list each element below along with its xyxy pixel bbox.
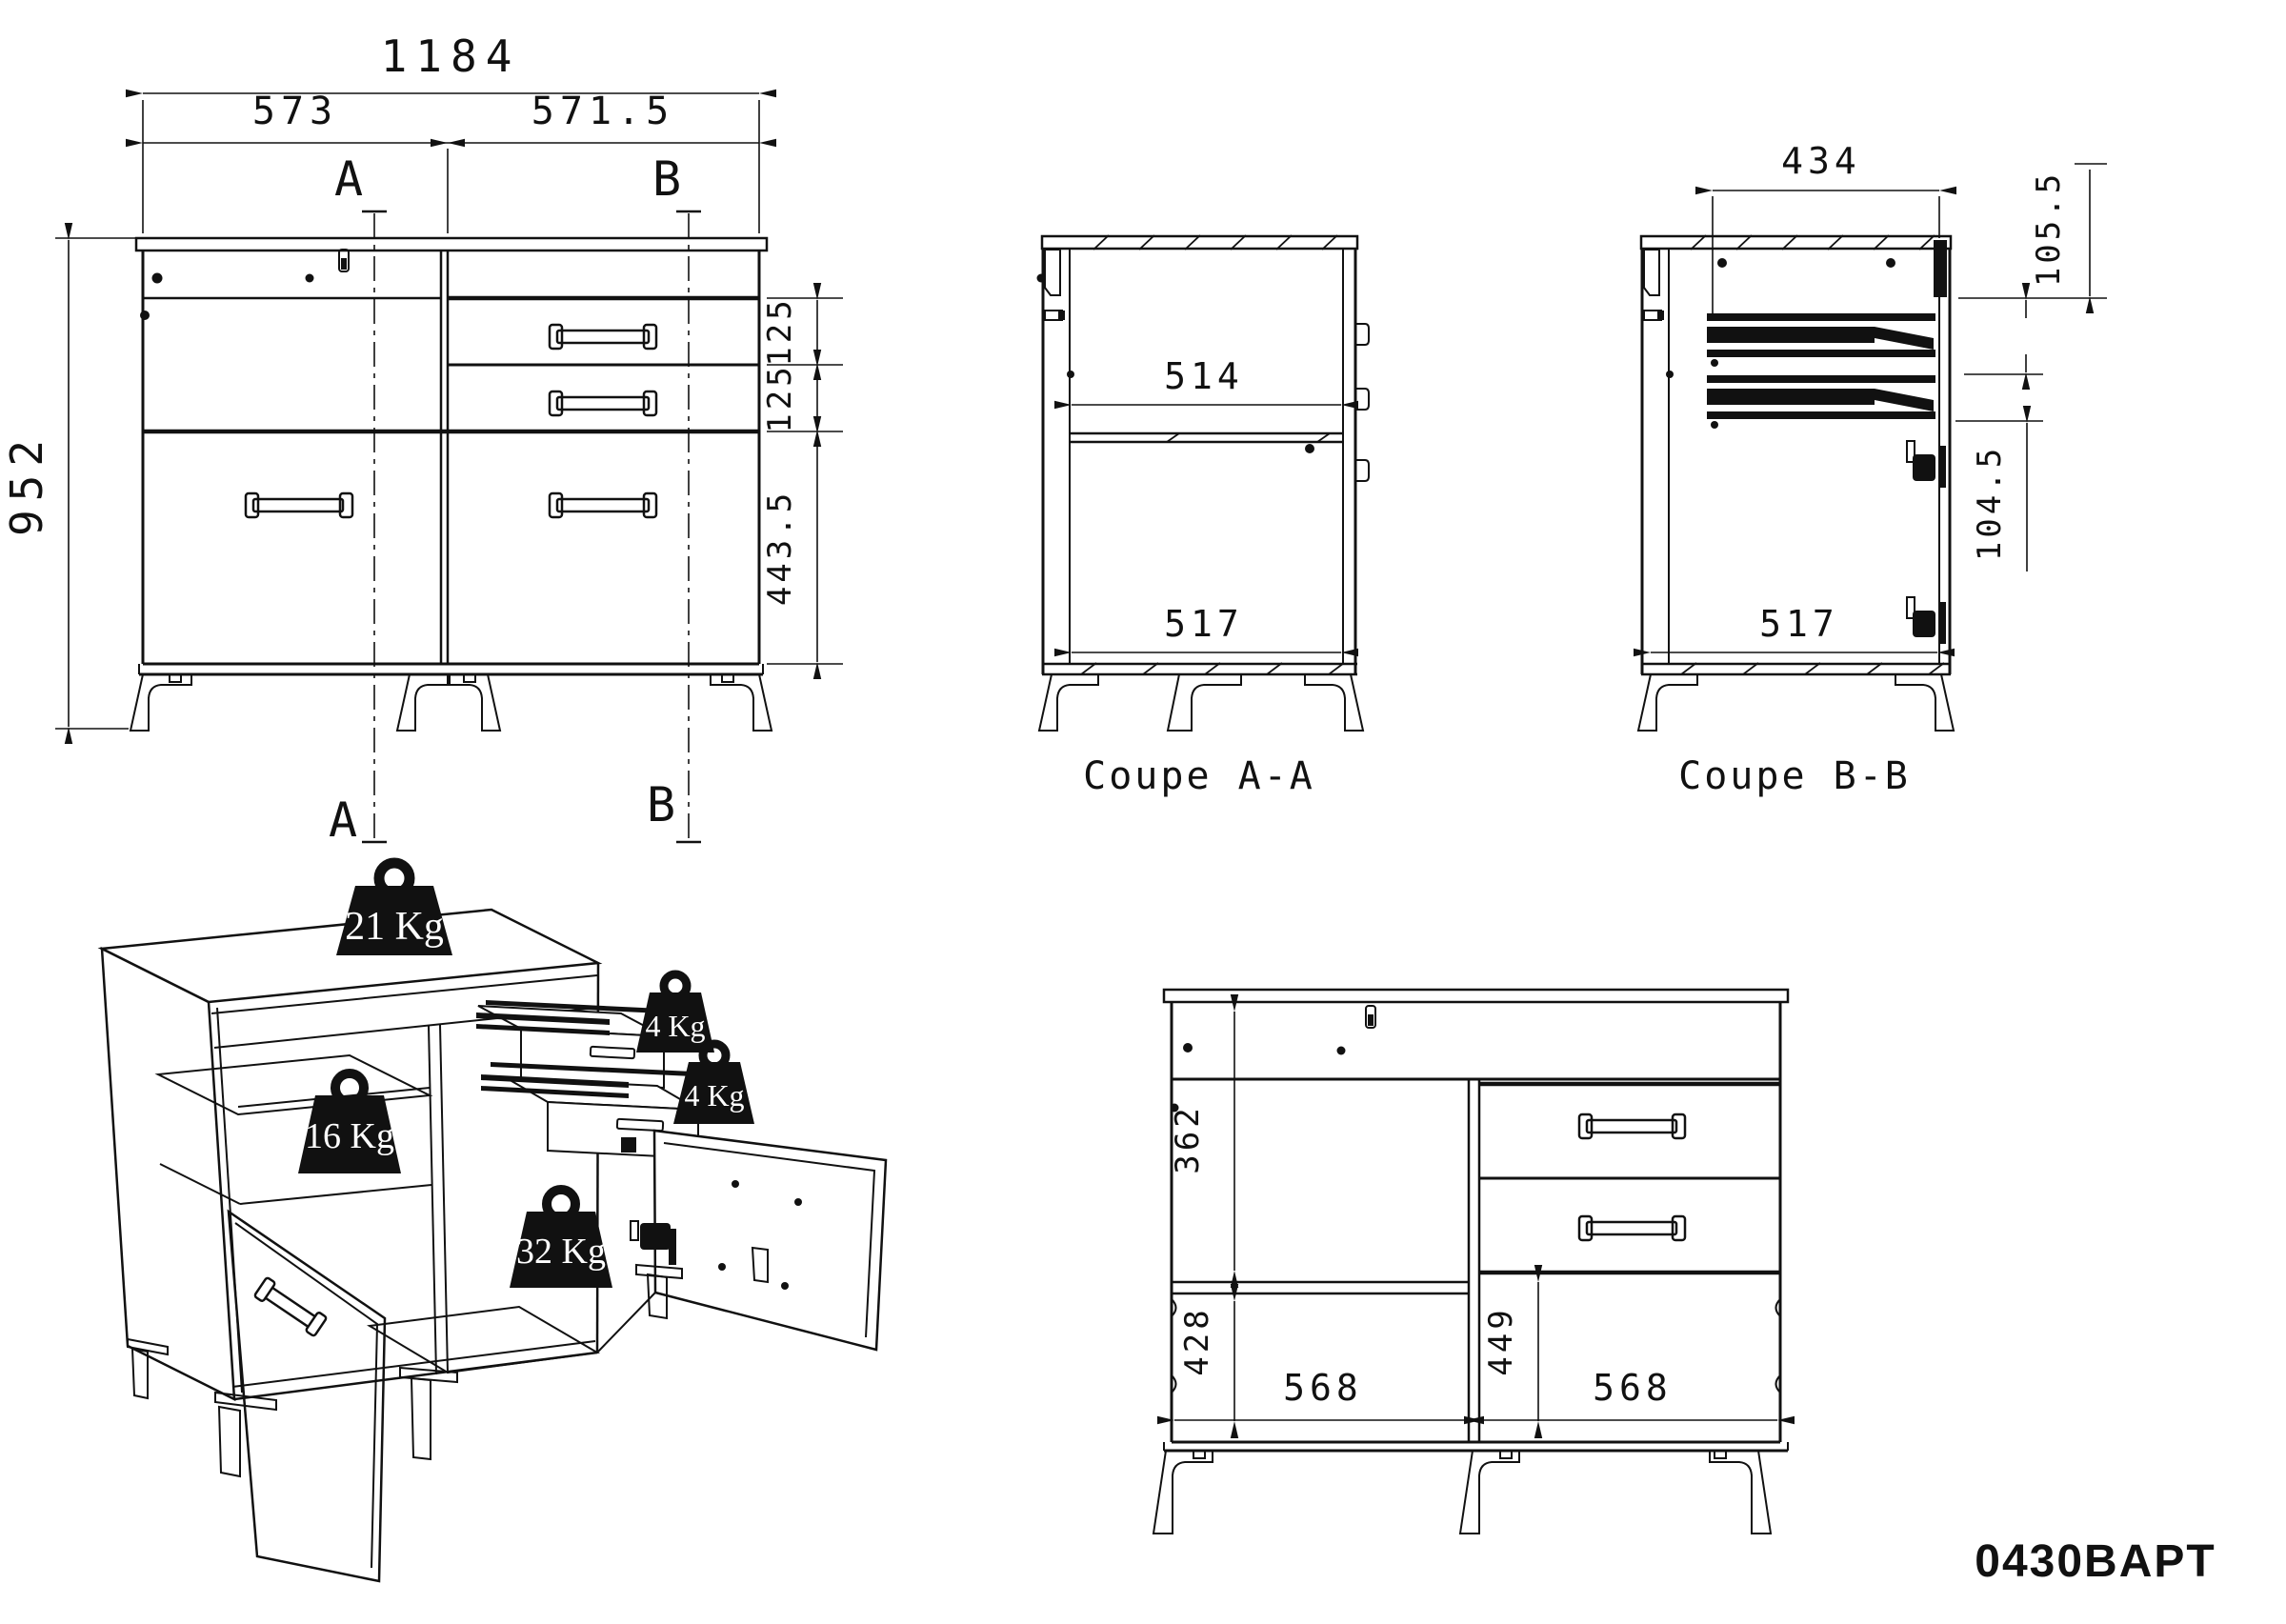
interior-view: 362 428 449 568 568 [1152, 988, 1795, 1534]
dim-428: 428 [1178, 1284, 1239, 1438]
dim-split-width: 573 571.5 [126, 90, 776, 233]
front-view: A B A B 1184 573 571.5 952 [1, 30, 843, 848]
door-hinge-top [1906, 440, 1946, 488]
iso-left-door-open [227, 1209, 387, 1583]
svg-text:21 Kg: 21 Kg [345, 905, 444, 949]
iso-drawer1-open [476, 1000, 665, 1090]
dim-total-height: 952 [1, 223, 143, 744]
svg-text:104.5: 104.5 [1971, 445, 2009, 561]
svg-text:571.5: 571.5 [531, 90, 674, 133]
svg-text:362: 362 [1169, 1104, 1207, 1173]
coupe-bb-label: Coupe B-B [1678, 754, 1911, 798]
svg-text:4 Kg: 4 Kg [684, 1078, 744, 1113]
keyhole-bracket-bb [1643, 249, 1674, 378]
section-label-a-bottom: A [329, 792, 357, 848]
dim-105-5: 105.5 [1958, 163, 2107, 390]
side-cam-dot [140, 311, 150, 320]
dim-right-heights: 125 125 443.5 [761, 283, 843, 679]
iso-shelf [154, 1053, 433, 1116]
svg-text:125: 125 [761, 296, 799, 366]
svg-text:1184: 1184 [381, 30, 521, 82]
section-label-a-top: A [334, 151, 363, 207]
dim-568-right: 568 [1464, 1367, 1795, 1425]
hatch-top-bb [1690, 234, 1935, 251]
iso-hinge [621, 1137, 676, 1265]
keyhole-bracket-section [1036, 249, 1074, 378]
iso-slide-stripes-1 [476, 1000, 662, 1035]
coupe-aa-view: 514 517 Coupe A-A [1036, 234, 1370, 798]
cam-dot [305, 273, 314, 283]
svg-text:517: 517 [1164, 603, 1244, 645]
weight-4kg-top: 4 Kg [636, 970, 714, 1053]
interior-drawer2-handle [1577, 1214, 1687, 1242]
keyhole-fitting-interior [1365, 1005, 1376, 1029]
iso-left-panel [100, 946, 236, 1402]
coupe-bb-legs [1636, 673, 1955, 732]
hatch-top [1093, 234, 1338, 251]
iso-slide-stripes-2 [481, 1062, 692, 1098]
drawer1-handle [548, 323, 658, 351]
section-label-b-top: B [652, 151, 681, 207]
slide-brackets [1355, 323, 1370, 482]
svg-text:32 Kg: 32 Kg [516, 1232, 606, 1272]
front-legs [129, 673, 773, 732]
hinge-bumps [1171, 1298, 1781, 1393]
svg-text:428: 428 [1178, 1306, 1216, 1375]
svg-text:573: 573 [252, 90, 338, 133]
svg-text:105.5: 105.5 [2030, 170, 2068, 287]
dim-568-left: 568 [1157, 1367, 1484, 1425]
interior-drawer1-handle [1577, 1113, 1687, 1140]
section-line-a [362, 210, 387, 844]
section-label-b-bottom: B [647, 777, 675, 832]
dim-514: 514 [1054, 355, 1358, 410]
cam-dot [151, 272, 163, 284]
drawer-front-section [1934, 240, 1947, 297]
drawer2-handle [548, 390, 658, 417]
svg-text:517: 517 [1759, 603, 1839, 645]
iso-legs [127, 1246, 769, 1478]
coupe-bb-view: 434 105.5 104.5 517 Coupe B-B [1634, 140, 2107, 798]
isometric-view: 21 Kg 16 Kg 4 Kg 4 Kg 32 Kg [97, 857, 888, 1583]
hatch-bottom-bb [1680, 662, 1945, 675]
iso-right-door-open [596, 1129, 888, 1353]
dim-434: 434 [1695, 140, 1956, 314]
svg-text:125: 125 [761, 363, 799, 432]
drawer-slide-1 [1707, 313, 1935, 367]
svg-text:434: 434 [1781, 140, 1861, 182]
keyhole-fitting [338, 249, 350, 272]
dim-104-5: 104.5 [1955, 406, 2043, 571]
svg-text:514: 514 [1164, 355, 1244, 397]
coupe-aa-legs [1037, 673, 1365, 732]
svg-text:568: 568 [1283, 1367, 1363, 1409]
svg-text:568: 568 [1593, 1367, 1673, 1409]
part-code: 0430BAPT [1975, 1536, 2216, 1587]
coupe-aa-label: Coupe A-A [1083, 754, 1315, 798]
section-line-b [676, 210, 701, 844]
dim-449: 449 [1482, 1265, 1543, 1438]
iso-bottom-panel [367, 1305, 601, 1374]
door-hinge-bottom [1906, 596, 1946, 644]
svg-text:4 Kg: 4 Kg [645, 1009, 705, 1043]
hatch-bottom [1080, 662, 1345, 675]
weight-21kg: 21 Kg [336, 857, 452, 955]
weight-4kg-bottom: 4 Kg [673, 1039, 754, 1124]
dim-517-bb: 517 [1634, 603, 1955, 657]
weight-32kg: 32 Kg [510, 1185, 612, 1288]
svg-text:16 Kg: 16 Kg [305, 1116, 394, 1156]
dim-total-width: 1184 [126, 30, 776, 233]
dim-362: 362 [1169, 994, 1239, 1288]
svg-text:952: 952 [1, 431, 52, 536]
drawer-slide-2 [1707, 375, 1935, 429]
svg-text:449: 449 [1482, 1306, 1520, 1375]
weight-16kg: 16 Kg [298, 1069, 401, 1173]
svg-text:443.5: 443.5 [761, 490, 799, 606]
interior-legs [1152, 1450, 1773, 1534]
right-door-handle [548, 491, 658, 519]
dim-517-aa: 517 [1054, 603, 1358, 657]
left-door-handle [244, 491, 354, 519]
front-top-panel [134, 236, 769, 252]
